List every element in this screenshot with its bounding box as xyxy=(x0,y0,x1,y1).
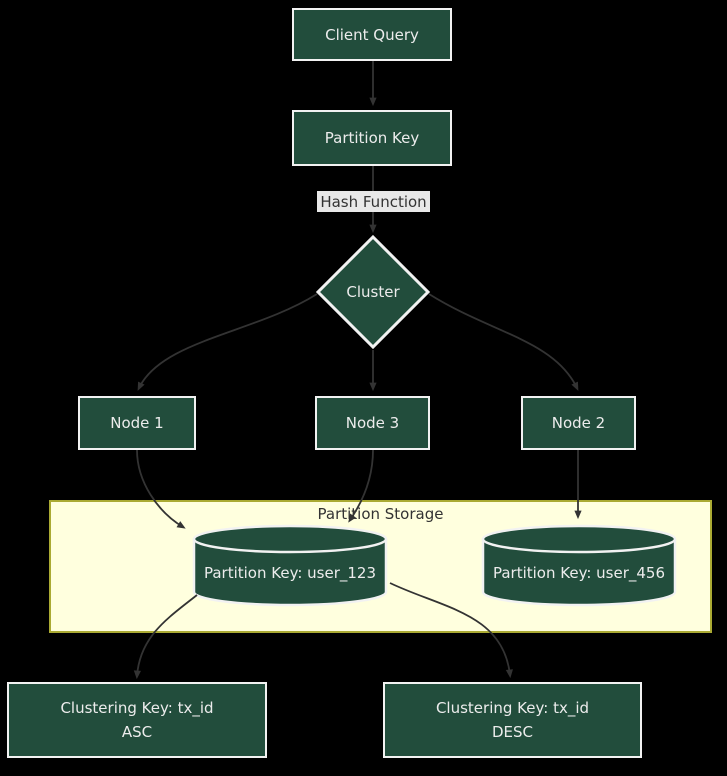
hash-function-label: Hash Function xyxy=(320,192,427,211)
edge-label-hash-function: Hash Function xyxy=(317,191,430,212)
clustering-desc-line1: Clustering Key: tx_id xyxy=(435,699,590,717)
clustering-desc-line2: DESC xyxy=(491,723,534,741)
partition-user-123-label: Partition Key: user_123 xyxy=(203,564,377,582)
node-cluster-label: Cluster xyxy=(346,283,400,301)
node-partition-user-123: Partition Key: user_123 xyxy=(192,523,388,609)
database-cylinder-icon xyxy=(192,524,388,607)
partition-user-456-label: Partition Key: user_456 xyxy=(492,564,666,582)
edge-cluster-node1 xyxy=(137,293,318,391)
node-partition-key-label: Partition Key xyxy=(324,129,420,147)
subgraph-title: Partition Storage xyxy=(317,505,444,523)
node-clustering-desc: Clustering Key: tx_id DESC xyxy=(383,682,642,758)
node-partition-user-456: Partition Key: user_456 xyxy=(481,523,677,609)
node-node1-label: Node 1 xyxy=(110,414,164,432)
diamond-shape-icon xyxy=(315,234,431,350)
node-node1: Node 1 xyxy=(78,396,196,450)
node-node2-label: Node 2 xyxy=(551,414,606,432)
node-partition-key: Partition Key xyxy=(292,110,452,166)
node-client-query-label: Client Query xyxy=(325,25,419,44)
node-cluster: Cluster xyxy=(315,234,431,350)
database-cylinder-icon xyxy=(481,524,677,607)
node-node3: Node 3 xyxy=(315,396,430,450)
clustering-asc-line2: ASC xyxy=(121,723,153,741)
node-client-query: Client Query xyxy=(292,8,452,61)
node-node2: Node 2 xyxy=(521,396,636,450)
node-clustering-asc: Clustering Key: tx_id ASC xyxy=(7,682,267,758)
edge-cluster-node2 xyxy=(428,293,579,391)
node-node3-label: Node 3 xyxy=(345,414,400,432)
clustering-asc-line1: Clustering Key: tx_id xyxy=(60,699,214,717)
